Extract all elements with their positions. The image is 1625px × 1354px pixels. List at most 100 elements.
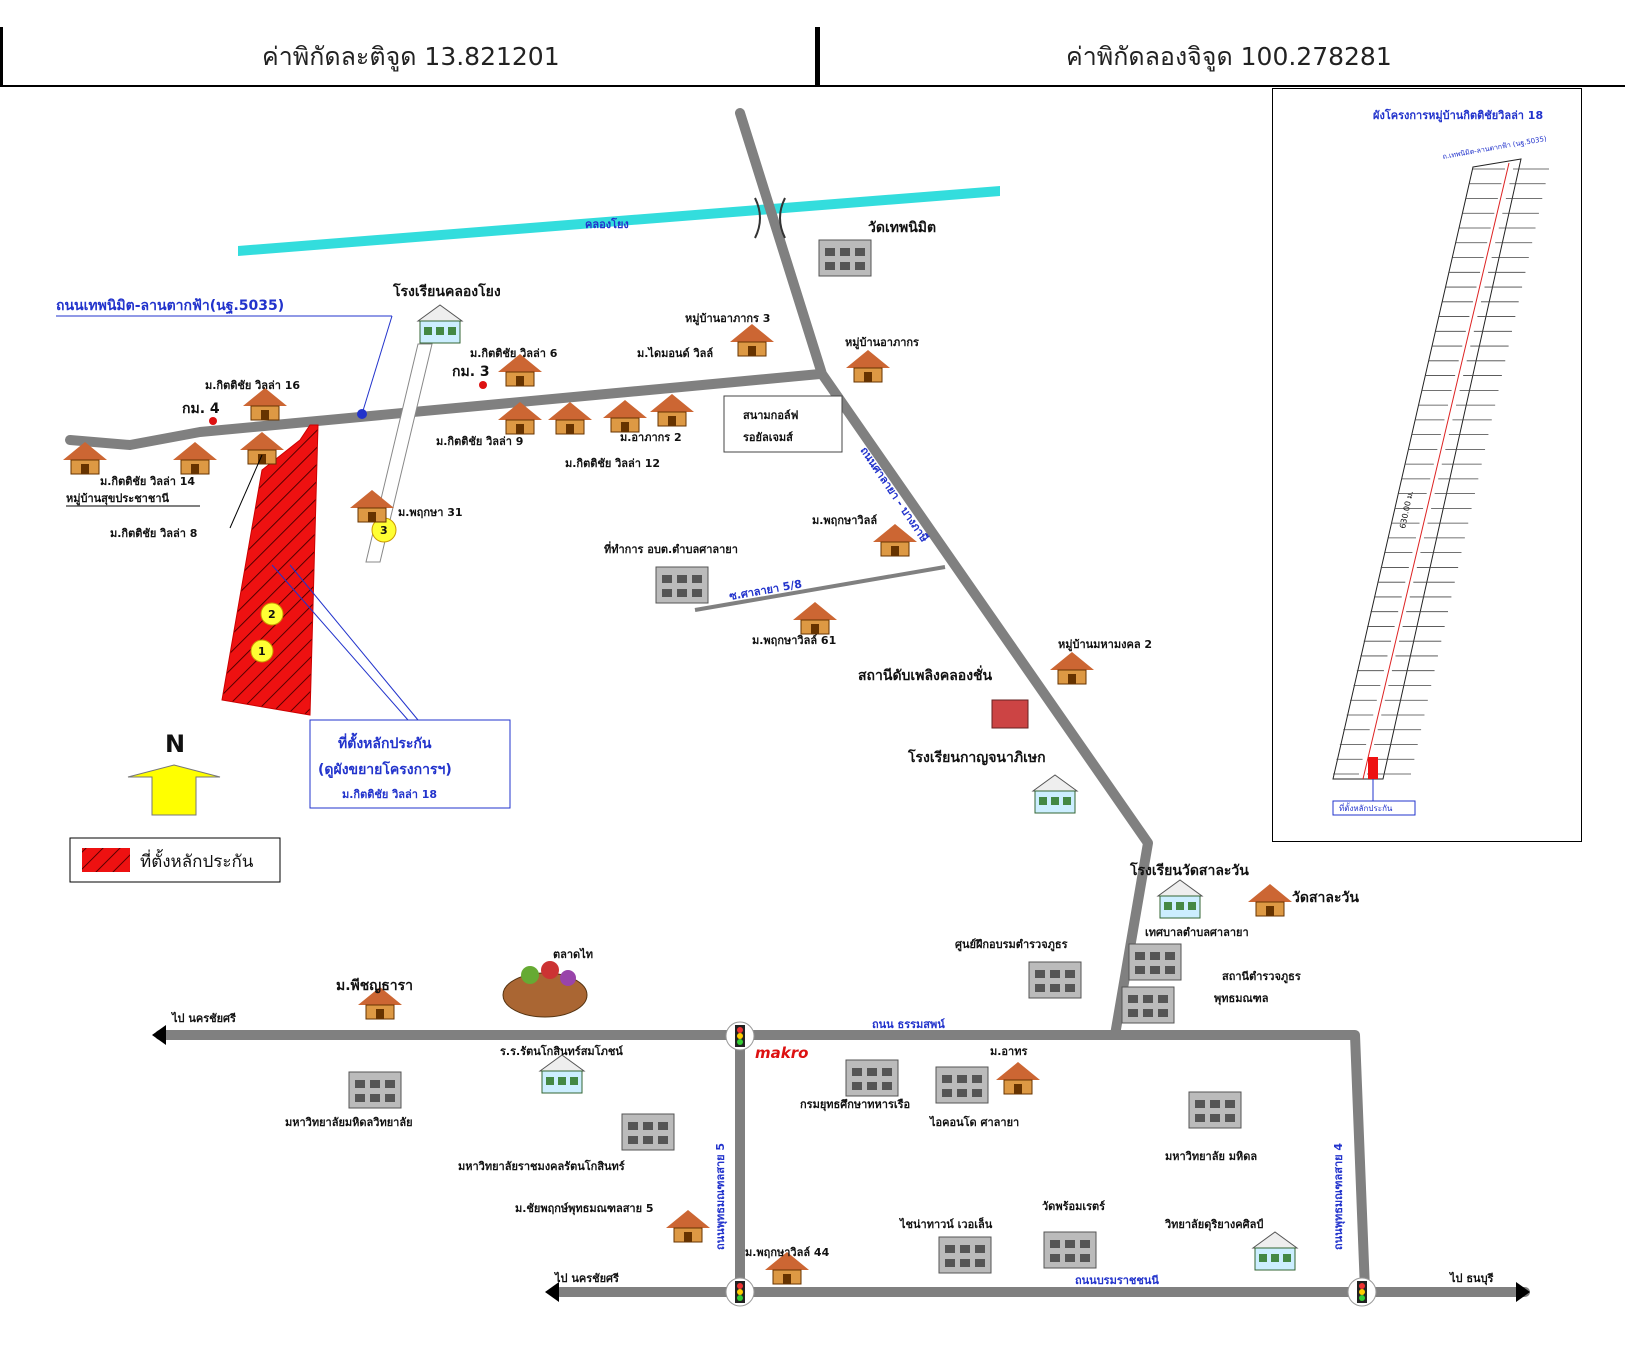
mahidol-icon — [1188, 1091, 1242, 1129]
traffic-center-icon — [1028, 961, 1082, 999]
marker-1 — [250, 639, 274, 663]
wat-thepnimit-icon — [818, 239, 872, 277]
inset-tag: ที่ตั้งหลักประกัน — [1339, 802, 1393, 813]
road-south-label: ถนน ธรรมสพน์ — [872, 1018, 945, 1031]
kanchana-icon — [1032, 774, 1078, 814]
road-bottom-label: ถนนบรมราชชนนี — [1075, 1274, 1159, 1287]
marker-2-label: 2 — [268, 608, 276, 621]
v6-label: ม.กิตติชัย วิลล่า 6 — [470, 347, 558, 360]
to-nakhon1-label: ไป นครชัยศรี — [170, 1011, 236, 1025]
marker-1-label: 1 — [258, 645, 266, 658]
univ-music-icon — [348, 1071, 402, 1109]
golf-box — [723, 395, 843, 453]
road-v5-label: ถนนพุทธมณฑลสาย 5 — [714, 1143, 728, 1250]
to-nakhon2-label: ไป นครชัยศรี — [553, 1271, 619, 1285]
coordinate-header: ค่าพิกัดละติจูด 13.821201 ค่าพิกัดลองจิจ… — [0, 27, 1625, 87]
traffic-light-1-icon — [725, 1021, 755, 1051]
hospital-label: ร.ร.รัตนโกสินทร์สมโภชน์ — [500, 1044, 623, 1058]
golf-label-2: รอยัลเจมส์ — [743, 431, 793, 444]
north-label: N — [165, 730, 185, 758]
school-salawan-label: โรงเรียนวัดสาละวัน — [1129, 861, 1249, 879]
v8-label: ม.กิตติชัย วิลล่า 8 — [110, 527, 197, 540]
hospital-icon — [539, 1054, 585, 1094]
inset-title: ผังโครงการหมู่บ้านกิตติชัยวิลล่า 18 — [1373, 108, 1543, 123]
suanphuttha-label: ม.ชัยพฤกษ์พุทธมณฑลสาย 5 — [515, 1202, 654, 1216]
pruksa31-label: ม.พฤกษา 31 — [398, 506, 463, 519]
mahidol-label: มหาวิทยาลัย มหิดล — [1165, 1150, 1257, 1163]
house-suanphuttha-icon — [665, 1209, 711, 1243]
wat-salawan-icon — [1247, 883, 1293, 917]
pruksaville-label: ม.พฤกษาวิลล์ — [812, 514, 877, 527]
univ-rattana-label: มหาวิทยาลัยราชมงคลรัตนโกสินทร์ — [458, 1159, 625, 1173]
arthorn3-label: หมู่บ้านอาภากร 3 — [685, 312, 770, 326]
inset-road-centerline — [1362, 162, 1510, 780]
college-label: วิทยาลัยดุริยางคศิลป์ — [1164, 1218, 1263, 1232]
townhouse-icon — [938, 1236, 992, 1274]
callout-line-1: ที่ตั้งหลักประกัน — [338, 732, 432, 752]
house-ason-icon — [602, 399, 648, 433]
school-salawan-icon — [1157, 879, 1203, 919]
inset-lots — [1333, 168, 1549, 775]
sao-icon — [655, 566, 709, 604]
univ-rattana-icon — [621, 1113, 675, 1151]
canal-label: คลองโยง — [585, 217, 629, 231]
police-icon — [1121, 986, 1175, 1024]
legend-label: ที่ตั้งหลักประกัน — [140, 849, 254, 872]
house-arthorn-icon — [845, 349, 891, 383]
road-east — [735, 108, 1153, 1040]
longitude-text: ค่าพิกัดลองจิจูด 100.278281 — [1066, 42, 1392, 71]
arrow-west2-icon — [545, 1282, 559, 1302]
v9-label: ม.กิตติชัย วิลล่า 9 — [436, 435, 523, 448]
inset-plot — [1368, 757, 1378, 779]
road-v4-label: ถนนพุทธมณฑลสาย 4 — [1332, 1143, 1346, 1250]
townhouse-label: ไชน่าทาวน์ เวอเล็น — [898, 1217, 993, 1231]
fire-label: สถานีดับเพลิงคลองชั่น — [858, 665, 993, 684]
v12-label: ม.กิตติชัย วิลล่า 12 — [565, 457, 660, 470]
traffic-center-label: ศูนย์ฝึกอบรมตำรวจภูธร — [955, 938, 1068, 952]
pruksaville61-label: ม.พฤกษาวิลล์ 61 — [752, 634, 836, 647]
condo-label: ไอคอนโด ศาลายา — [928, 1115, 1019, 1129]
univ-music-label: มหาวิทยาลัยมหิดลวิทยาลัย — [285, 1116, 413, 1129]
location-map: คลองโยง 2 1 3 ถนนเทพนิมิต-ลานตากฟ้า(นฐ.5… — [56, 108, 1530, 1307]
collateral-plot — [221, 424, 319, 716]
header-left-border — [0, 27, 3, 85]
condo-icon — [935, 1066, 989, 1104]
phichayatha-label: ม.พีชญธารา — [336, 978, 413, 994]
v14-label: ม.กิตติชัย วิลล่า 14 — [100, 475, 195, 488]
market-label: ตลาดไท — [553, 947, 593, 961]
sao-label: ที่ทำการ อบต.ตำบลศาลายา — [604, 541, 738, 556]
municipal-label: เทศบาลตำบลศาลายา — [1145, 926, 1249, 939]
to-thonburi-label: ไป ธนบุรี — [1448, 1271, 1494, 1286]
arthorn-label: หมู่บ้านอาภากร — [845, 336, 919, 350]
wat-suwan-icon — [1043, 1231, 1097, 1269]
house-v12-icon — [547, 401, 593, 435]
mangkhon2-label: หมู่บ้านมหามงคล 2 — [1058, 638, 1152, 652]
wat-suwan-label: วัดพร้อมเรตร์ — [1042, 1200, 1105, 1213]
house-mangkhon2-icon — [1049, 651, 1095, 685]
college-icon — [1252, 1231, 1298, 1271]
road-soi — [694, 565, 946, 612]
pruksaville44-label: ม.พฤกษาวิลล์ 44 — [745, 1246, 830, 1259]
school-icon — [417, 304, 463, 344]
road-network — [65, 108, 1530, 1297]
ason2-label: ม.อาภากร 2 — [620, 431, 682, 444]
road-south — [155, 1030, 1370, 1295]
m-athorn-label: ม.อาทร — [990, 1045, 1027, 1058]
km4-dot — [209, 417, 217, 425]
collateral-callout — [309, 719, 511, 809]
north-arrow-icon — [127, 764, 221, 816]
nhome-label: ม.ไดมอนด์ วิลล์ — [637, 346, 713, 360]
vsuk-label: หมู่บ้านสุขประชาชานี — [66, 492, 169, 506]
makro-label: makro — [755, 1044, 808, 1062]
house-pruksaville61-icon — [792, 601, 838, 635]
header-divider — [815, 27, 820, 85]
km3-label: กม. 3 — [452, 364, 490, 380]
police-label: สถานีตำรวจภูธร — [1222, 970, 1301, 984]
road-main-label: ถนนเทพนิมิต-ลานตากฟ้า(นฐ.5035) — [56, 298, 284, 315]
inset-outline — [1332, 158, 1522, 780]
arrow-east-icon — [1516, 1282, 1530, 1302]
legend-swatch — [82, 848, 130, 872]
marker-2 — [260, 602, 284, 626]
canal — [238, 186, 1000, 256]
golf-label-1: สนามกอล์ฟ — [743, 409, 799, 422]
